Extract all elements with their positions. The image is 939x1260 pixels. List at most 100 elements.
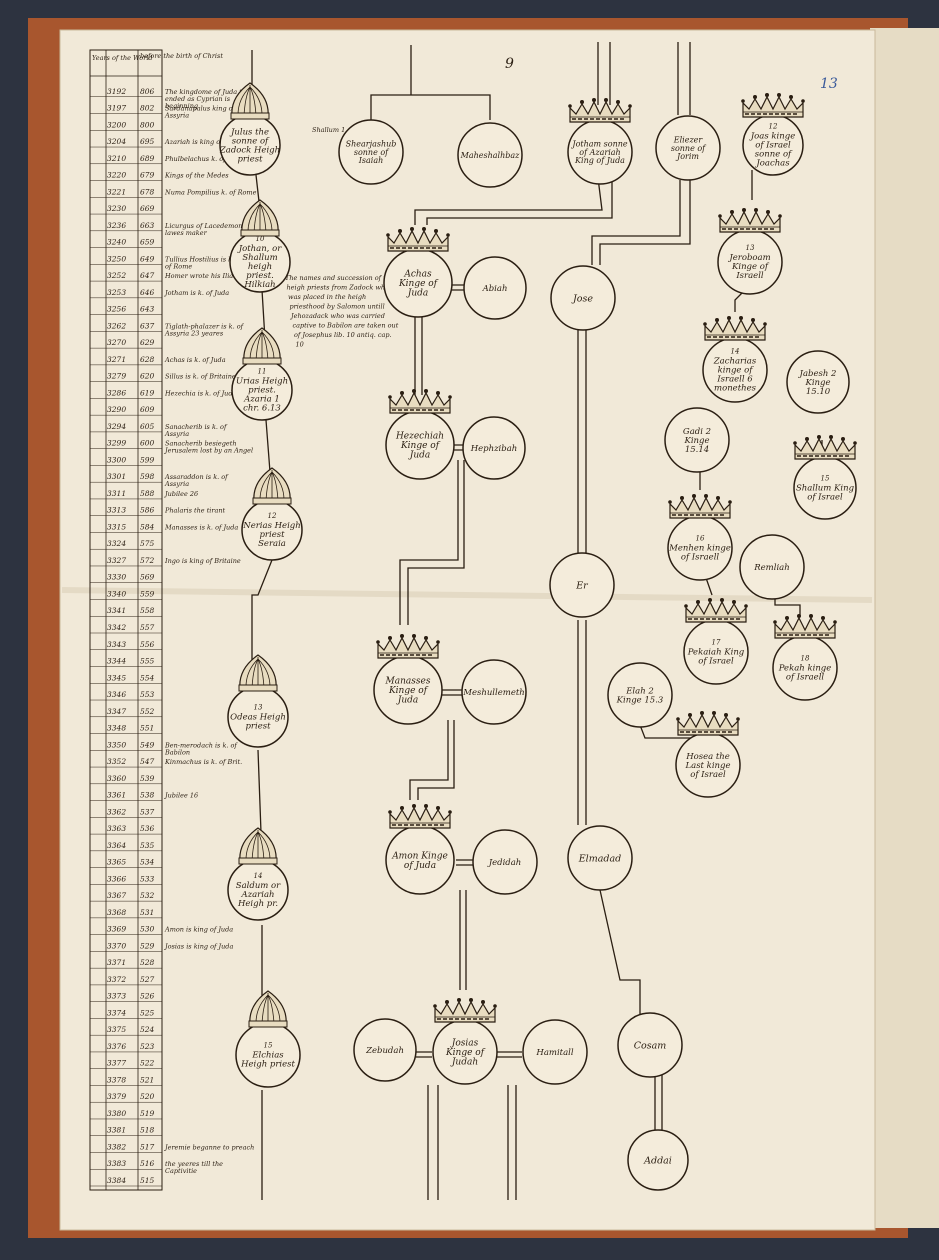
event-cell: Phalaris the tirant bbox=[164, 507, 226, 515]
node-label: Elmadad bbox=[578, 853, 621, 864]
bc-cell: 695 bbox=[140, 137, 155, 146]
year-cell: 3210 bbox=[107, 154, 126, 163]
event-cell: Assaraddon is k. of bbox=[164, 473, 229, 481]
wife-node: Zebudah bbox=[353, 1018, 417, 1082]
node-number: 12 bbox=[268, 512, 277, 520]
bc-cell: 628 bbox=[140, 355, 155, 364]
node-number: 10 bbox=[256, 235, 265, 243]
bc-cell: 539 bbox=[140, 774, 155, 783]
bc-cell: 806 bbox=[140, 87, 155, 96]
year-cell: 3344 bbox=[107, 657, 126, 666]
bc-cell: 525 bbox=[140, 1008, 155, 1017]
year-cell: 3360 bbox=[107, 774, 126, 783]
year-cell: 3290 bbox=[107, 405, 126, 414]
bc-cell: 531 bbox=[140, 908, 154, 917]
year-cell: 3279 bbox=[107, 372, 126, 381]
year-cell: 3367 bbox=[107, 891, 126, 900]
event-cell: Ben-merodach is k. of bbox=[164, 741, 238, 749]
bc-cell: 605 bbox=[140, 422, 155, 431]
node-label: Zebudah bbox=[365, 1046, 404, 1056]
node-circle bbox=[550, 265, 616, 331]
bc-cell: 569 bbox=[140, 573, 155, 582]
node-number: 14 bbox=[731, 347, 740, 355]
bc-cell: 599 bbox=[140, 455, 155, 464]
year-cell: 3252 bbox=[107, 271, 126, 280]
event-cell: lawes maker bbox=[165, 229, 208, 237]
node-circle bbox=[522, 1019, 588, 1085]
bc-cell: 523 bbox=[140, 1042, 155, 1051]
year-cell: 3192 bbox=[107, 87, 126, 96]
event-cell: Babilon bbox=[164, 748, 190, 756]
node-label: Jedidah bbox=[487, 858, 522, 868]
event-cell: the yeeres till the bbox=[165, 1160, 223, 1168]
year-cell: 3372 bbox=[107, 975, 126, 984]
bc-cell: 554 bbox=[140, 673, 155, 682]
year-cell: 3380 bbox=[107, 1109, 126, 1118]
bc-cell: 558 bbox=[140, 606, 155, 615]
node-number: 13 bbox=[746, 244, 755, 252]
year-cell: 3374 bbox=[107, 1008, 126, 1017]
year-cell: 3197 bbox=[107, 104, 126, 113]
year-cell: 3299 bbox=[107, 439, 126, 448]
node-number: 13 bbox=[254, 703, 263, 711]
event-cell: Josias is king of Juda bbox=[163, 942, 233, 950]
ancestor-node: Er bbox=[549, 552, 615, 618]
ancestor-node: Jose bbox=[550, 265, 616, 331]
bc-cell: 598 bbox=[140, 472, 155, 481]
year-cell: 3365 bbox=[107, 858, 126, 867]
node-circle bbox=[463, 256, 527, 320]
year-cell: 3262 bbox=[107, 321, 126, 330]
node-circle bbox=[567, 825, 633, 891]
page-edges bbox=[870, 28, 939, 1228]
year-cell: 3381 bbox=[107, 1126, 126, 1135]
table-row: 3360 539 bbox=[90, 774, 162, 785]
bc-cell: 637 bbox=[140, 321, 155, 330]
node-circle bbox=[338, 119, 404, 185]
year-cell: 3250 bbox=[107, 254, 126, 263]
event-cell: Phulbelachus k. of Assyria bbox=[164, 155, 252, 163]
event-cell: Tullius Hostilius is king bbox=[165, 255, 243, 263]
event-cell: Achas is k. of Juda bbox=[164, 356, 226, 364]
node-circle bbox=[607, 662, 673, 728]
bc-cell: 643 bbox=[140, 305, 155, 314]
chronology-table: Years of the World before the birth of C… bbox=[89, 49, 257, 1191]
year-cell: 3204 bbox=[107, 137, 126, 146]
